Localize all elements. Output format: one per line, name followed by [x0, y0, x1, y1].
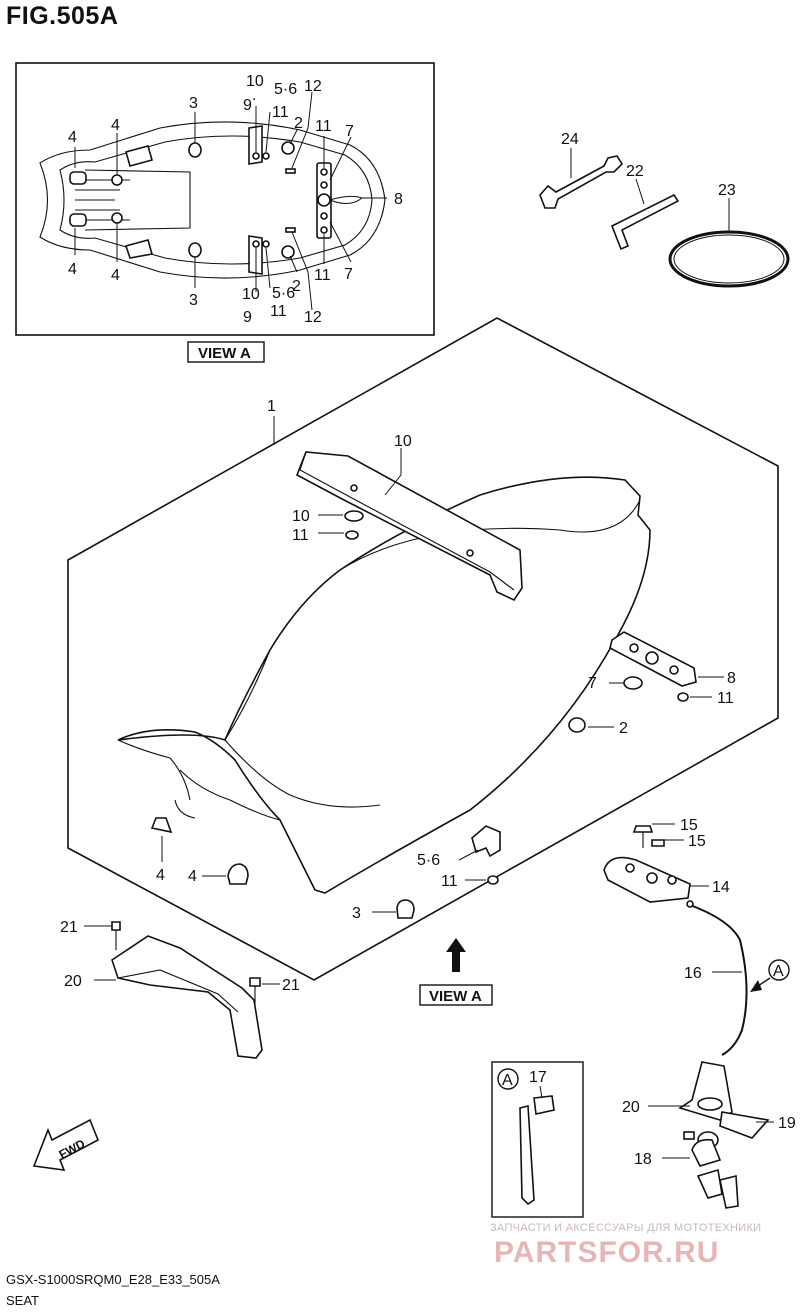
callout-4-top-b: 4 — [111, 117, 120, 134]
callout-10-top: 10 — [246, 73, 264, 90]
seat-hook — [458, 825, 501, 885]
view-a-inset — [15, 62, 435, 336]
callout-11-main-c: 11 — [441, 873, 458, 890]
callout-20: 20 — [64, 973, 82, 990]
grab-rail — [295, 448, 523, 602]
callout-22: 22 — [626, 163, 644, 180]
callout-11-top-a: 9 — [243, 97, 252, 114]
watermark-logo: PARTSFOR.RU — [494, 1236, 720, 1269]
forward-arrow: FWD — [32, 1118, 100, 1171]
svg-text:.: . — [252, 87, 256, 104]
callout-12-top: 12 — [304, 78, 322, 95]
callout-17: 18 — [634, 1151, 652, 1168]
callout-13: 14 — [712, 879, 730, 896]
tool-kit — [539, 148, 790, 288]
callout-21-b: 21 — [282, 977, 300, 994]
callout-11-main-a: 11 — [292, 527, 309, 544]
callout-2-main: 2 — [619, 720, 628, 737]
key-lock-parts — [648, 1061, 774, 1209]
callout-21-a: 21 — [60, 919, 78, 936]
callout-4-main-b: 4 — [188, 868, 197, 885]
callout-2-top: 2 — [294, 115, 303, 132]
svg-text:A: A — [502, 1072, 513, 1089]
callout-15: 16 — [684, 965, 702, 982]
seat-lock-assembly — [603, 823, 748, 1056]
callout-6-bottom: 5·6 — [272, 285, 295, 302]
svg-text:VIEW A: VIEW A — [198, 345, 251, 362]
callout-4-bottom-b: 4 — [111, 267, 120, 284]
seat-lock-bracket — [568, 631, 724, 733]
figure-code: GSX-S1000SRQM0_E28_E33_505A — [6, 1272, 220, 1287]
seat — [117, 476, 651, 894]
seat-cushions — [150, 817, 249, 885]
callout-3-top: 3 — [189, 95, 198, 112]
callout-4-bottom-a: 4 — [68, 261, 77, 278]
view-a-label-bottom: VIEW A — [419, 984, 493, 1006]
svg-text:A: A — [773, 963, 784, 980]
callout-4-top-a: 4 — [68, 129, 77, 146]
callout-10-main: 10 — [292, 508, 310, 525]
callout-11-top-c: 11 — [315, 118, 332, 135]
callout-7-top: 7 — [345, 123, 354, 140]
detail-a-box: A — [491, 1061, 584, 1218]
callout-23: 23 — [718, 182, 736, 199]
callout-7-main: 7 — [588, 675, 597, 692]
watermark-tagline: ЗАПЧАСТИ И АКСЕССУАРЫ ДЛЯ МОТОТЕХНИКИ — [490, 1222, 762, 1234]
assembly-frame — [67, 317, 779, 981]
svg-text:VIEW A: VIEW A — [429, 988, 482, 1005]
callout-8-main: 8 — [727, 670, 736, 687]
callout-5-6: 5·6 — [417, 852, 440, 869]
callout-11-main-b: 11 — [717, 690, 734, 707]
callout-11-bottom-c: 11 — [314, 267, 331, 284]
callout-8-inset: 8 — [394, 191, 403, 208]
callout-11-top-b: 11 — [272, 104, 289, 121]
callout-12-bottom: 12 — [304, 309, 322, 326]
callout-19: 20 — [622, 1099, 640, 1116]
callout-14-a: 15 — [680, 817, 698, 834]
callout-14-b: 15 — [688, 833, 706, 850]
callout-9: 10 — [394, 433, 412, 450]
callout-11-bottom-a: 9 — [243, 309, 252, 326]
tail-cover — [84, 921, 280, 1059]
callout-6-top: 5·6 — [274, 81, 297, 98]
callout-4-main-a: 4 — [156, 867, 165, 884]
washer-nut-set — [318, 510, 364, 540]
callout-24: 24 — [561, 131, 579, 148]
callout-1: 1 — [267, 398, 276, 415]
figure-name: SEAT — [6, 1293, 39, 1308]
callout-11-bottom-b: 11 — [270, 303, 287, 320]
view-direction-arrow — [446, 938, 466, 972]
seat-cushion-rear — [372, 899, 415, 919]
view-a-label-top: VIEW A — [187, 341, 265, 363]
callout-3-main: 3 — [352, 905, 361, 922]
callout-3-bottom: 3 — [189, 292, 198, 309]
callout-7-bottom: 7 — [344, 266, 353, 283]
detail-a-marker: A — [750, 959, 790, 992]
figure-title: FIG.505A — [6, 2, 119, 30]
callout-18: 19 — [778, 1115, 796, 1132]
callout-16: 17 — [529, 1069, 547, 1086]
callout-10-bottom: 10 — [242, 286, 260, 303]
callout-2-bottom: 2 — [292, 278, 301, 295]
